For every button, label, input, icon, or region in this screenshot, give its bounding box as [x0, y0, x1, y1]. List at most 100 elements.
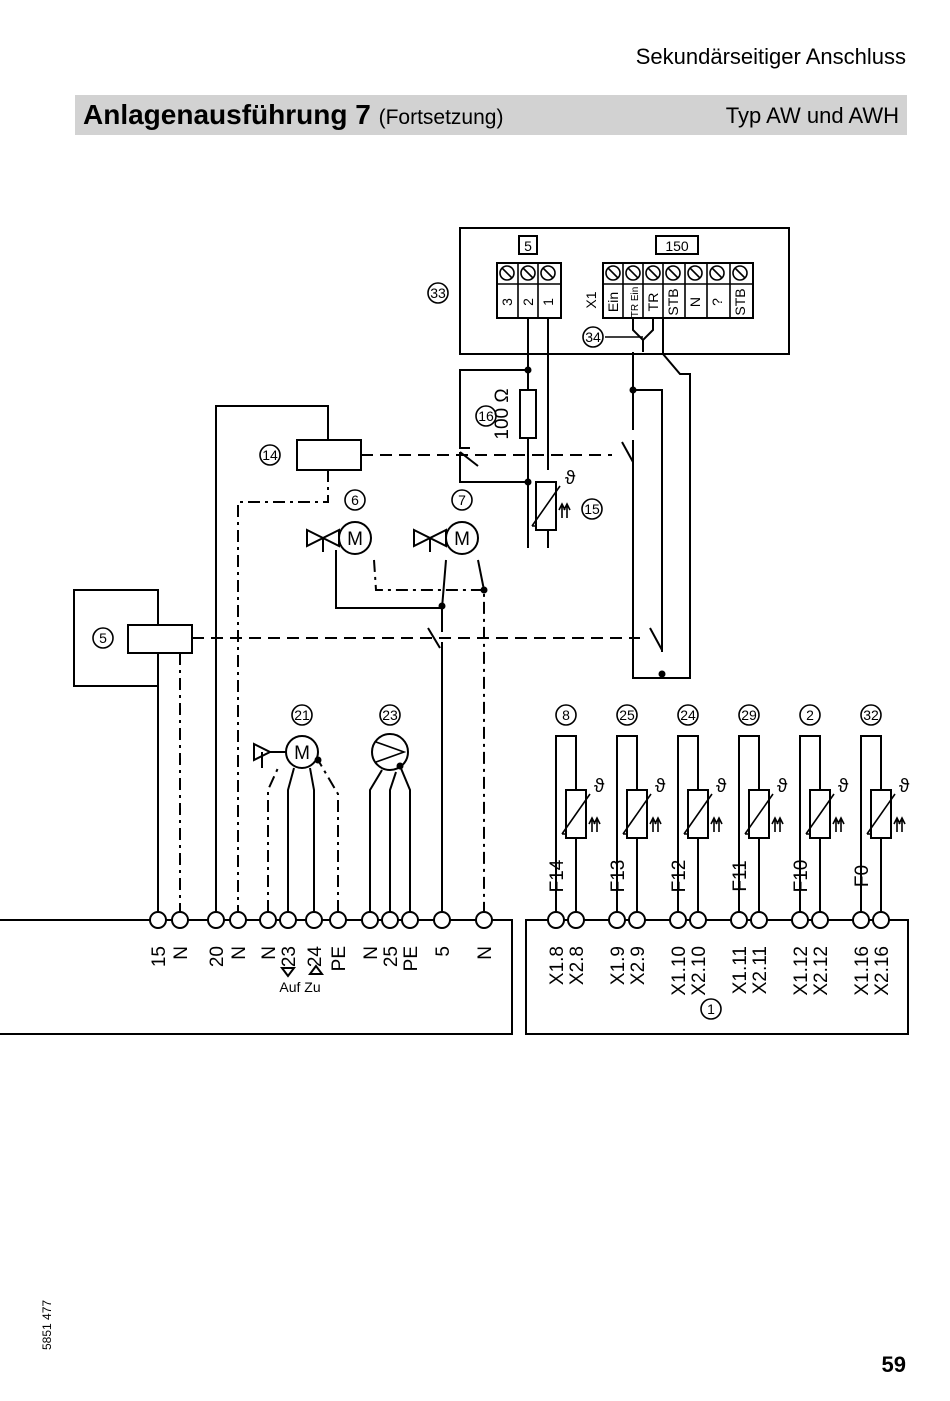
- screw-slot: [542, 267, 554, 279]
- screw-icon: [665, 265, 681, 281]
- terminal: [361, 911, 379, 929]
- pump-23: [371, 733, 409, 771]
- sensor-element: [687, 789, 709, 839]
- terminal: [329, 911, 347, 929]
- terminal-label: X1.11: [730, 946, 751, 994]
- callout-circle: [379, 704, 401, 726]
- terminal: [475, 911, 493, 929]
- control-unit-box: [459, 227, 790, 355]
- terminal-block-right: [525, 919, 909, 1035]
- sensor-slash: [805, 793, 835, 835]
- callout-number: 7: [458, 492, 466, 508]
- wire-relay5: [73, 589, 159, 912]
- valve-body-icon: [306, 528, 340, 552]
- title-bar: Anlagenausführung 7 (Fortsetzung) Typ AW…: [75, 95, 907, 135]
- plug150-screws: [605, 265, 748, 281]
- sensor-wire: [555, 735, 577, 912]
- terminal-label: X2.9: [628, 946, 649, 985]
- plug150-pin-label: TR Ein: [630, 287, 641, 318]
- terminal-label: X1.9: [608, 946, 629, 985]
- plug150-pin-label: Ein: [605, 292, 621, 312]
- wire-tr-bridge: [632, 318, 654, 352]
- screw-slot: [522, 267, 534, 279]
- callout-circle: [344, 489, 366, 511]
- plug5-pin-label: 3: [499, 298, 515, 306]
- sensor-label: F12: [669, 860, 690, 893]
- sensor-theta: ϑ: [838, 776, 849, 797]
- terminal: [229, 911, 247, 929]
- callout-circle: [475, 405, 497, 427]
- callout-circle: [427, 282, 449, 304]
- terminal: [401, 911, 419, 929]
- sensor-arrows: [588, 816, 601, 832]
- auf-zu-arrows: [280, 964, 324, 978]
- callout-circle: [738, 704, 760, 726]
- callout-number: 33: [430, 285, 446, 301]
- screw-icon: [709, 265, 725, 281]
- doc-number: 5851 477: [40, 1299, 54, 1350]
- callout-number: 21: [294, 707, 310, 723]
- screw-icon: [605, 265, 621, 281]
- callout-number: 25: [619, 707, 635, 723]
- page-number: 59: [881, 1352, 906, 1377]
- page-title-text: Anlagenausführung 7: [83, 99, 371, 130]
- motor-21: [285, 735, 319, 769]
- terminal: [750, 911, 768, 929]
- wire-valves-n: [373, 559, 485, 912]
- plug5-body: [496, 262, 562, 319]
- screw-slot: [627, 267, 639, 279]
- pump-23-triangle: [375, 741, 407, 763]
- terminal-label: 24: [305, 946, 326, 968]
- terminal-label: X2.10: [689, 946, 710, 996]
- screw-icon: [732, 265, 748, 281]
- terminal: [730, 911, 748, 929]
- sensor-element: [626, 789, 648, 839]
- callout-number: 8: [562, 707, 570, 723]
- terminal: [791, 911, 809, 929]
- sensor-theta: ϑ: [655, 776, 666, 797]
- motor-circle: [338, 521, 372, 555]
- screw-slot: [689, 267, 701, 279]
- sensor-wire: [616, 735, 638, 912]
- callout-number: 29: [741, 707, 757, 723]
- sensor-wire: [738, 735, 760, 912]
- sensor-label: F0: [852, 865, 873, 887]
- plug5-label: 5: [524, 238, 532, 254]
- sensor-wire: [860, 735, 882, 912]
- valve-body-icon: [413, 528, 447, 552]
- terminal: [207, 911, 225, 929]
- callout-circle: [555, 704, 577, 726]
- terminal: [628, 911, 646, 929]
- terminal: [259, 911, 277, 929]
- callout-circle: [616, 704, 638, 726]
- terminal-label: X2.12: [811, 946, 832, 996]
- terminal-label: N: [475, 946, 496, 960]
- plug150-pin-label: STB: [665, 288, 681, 315]
- plug150-label: 150: [665, 238, 689, 254]
- plug150-pin-label: TR: [645, 293, 661, 312]
- callout-number: 5: [99, 630, 107, 646]
- terminal-block-left: [0, 919, 513, 1035]
- sensor-label: F11: [730, 860, 751, 891]
- plug150-pin-label: ?: [709, 298, 725, 306]
- plug150-label-box: [655, 235, 699, 255]
- screw-slot: [711, 267, 723, 279]
- callout-number: 16: [478, 408, 494, 424]
- terminal-label: N: [229, 946, 250, 960]
- callout-circle: [799, 704, 821, 726]
- terminal-label: 15: [149, 946, 170, 967]
- relay-5: [127, 624, 193, 654]
- terminal-label: 20: [207, 946, 228, 967]
- motor-letter: M: [347, 529, 363, 550]
- wire-valves-common: [335, 550, 443, 912]
- terminal-label: 25: [381, 946, 402, 967]
- callout-circle: [259, 444, 281, 466]
- relay-14: [296, 439, 362, 471]
- node: [629, 386, 637, 394]
- callout-number: 6: [351, 492, 359, 508]
